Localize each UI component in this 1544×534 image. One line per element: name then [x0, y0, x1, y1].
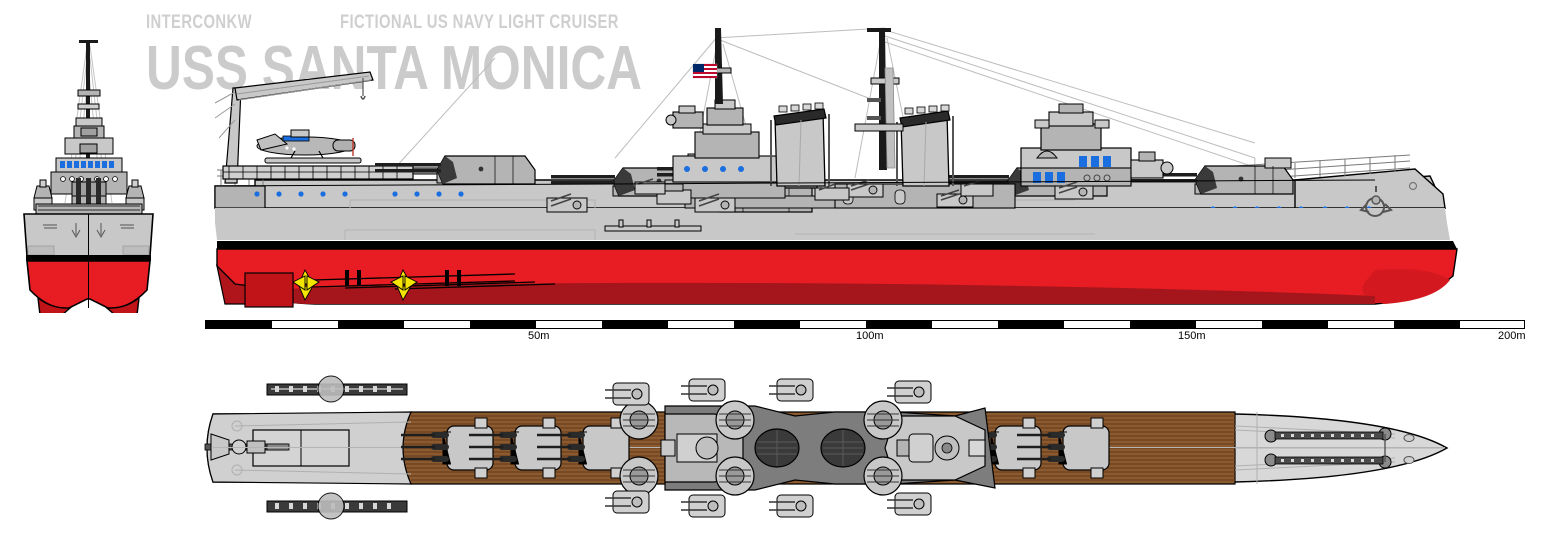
foremast [715, 28, 723, 104]
propeller-aft [292, 268, 320, 302]
floatplane-pontoon [264, 157, 362, 164]
scale-segment [866, 321, 932, 328]
plan-turret-1 [1017, 417, 1110, 479]
aft-control-tower [1020, 103, 1174, 187]
mast-platform [854, 123, 904, 132]
scale-label-100m: 100m [856, 330, 884, 342]
scale-segment [1130, 321, 1196, 328]
scale-segment [602, 321, 668, 328]
propeller-fwd [390, 268, 418, 302]
side-rigging [394, 27, 1258, 199]
floatplane [256, 129, 362, 164]
bow-anchor-detail [43, 223, 134, 239]
plan-directors [619, 400, 903, 496]
rudder [244, 272, 294, 308]
main-director [706, 107, 744, 126]
stern-quarter [214, 185, 266, 209]
scale-bar [205, 320, 1525, 329]
ship-name-title: USS SANTA MONICA [146, 34, 642, 103]
title-block: INTERCONKW FICTIONAL US NAVY LIGHT CRUIS… [146, 12, 766, 100]
us-flag [692, 63, 718, 79]
boot-topping [217, 241, 1457, 249]
forward-bridge-tower [641, 28, 786, 205]
scale-segment [734, 321, 800, 328]
scale-segment [206, 321, 272, 328]
scale-segment [1262, 321, 1328, 328]
plan-forward-bridge [884, 415, 986, 481]
scale-segment [998, 321, 1064, 328]
forecastle [1294, 168, 1446, 209]
plan-aa-mounts [605, 378, 932, 518]
hull-shadow [255, 282, 1375, 304]
plan-view [204, 375, 1449, 520]
side-elevation-view [214, 27, 1458, 308]
ship-subtitle: FICTIONAL US NAVY LIGHT CRUISER [339, 12, 619, 33]
plan-turret-3 [537, 417, 630, 479]
bridge-windows [60, 161, 114, 168]
bow-fairlead [1408, 181, 1418, 191]
main-mast [854, 28, 904, 170]
scale-label-150m: 150m [1178, 330, 1206, 342]
bow-anchor [1359, 186, 1393, 217]
aft-wing-director [1130, 151, 1174, 179]
designer-credit: INTERCONKW [146, 12, 252, 33]
bow-elevation-view [23, 40, 154, 313]
scale-segment [470, 321, 536, 328]
secondary-director [672, 111, 704, 129]
plan-catapult-port [266, 375, 408, 403]
plan-catapult-stbd [266, 492, 408, 520]
anchor-chain-port [1264, 427, 1392, 443]
bow-mast-platform [77, 89, 101, 97]
funnel-aft [896, 104, 954, 187]
main-turret-5 [375, 155, 536, 185]
stern-deck-fittings [604, 219, 702, 232]
funnel-forward [770, 102, 830, 187]
scale-label-200m: 200m [1498, 330, 1526, 342]
plan-forecastle [1234, 412, 1445, 484]
aft-crane [214, 71, 374, 184]
scale-segment [1394, 321, 1460, 328]
scale-label-50m: 50m [528, 330, 550, 342]
hull-strake [215, 208, 1447, 223]
scale-segment [338, 321, 404, 328]
